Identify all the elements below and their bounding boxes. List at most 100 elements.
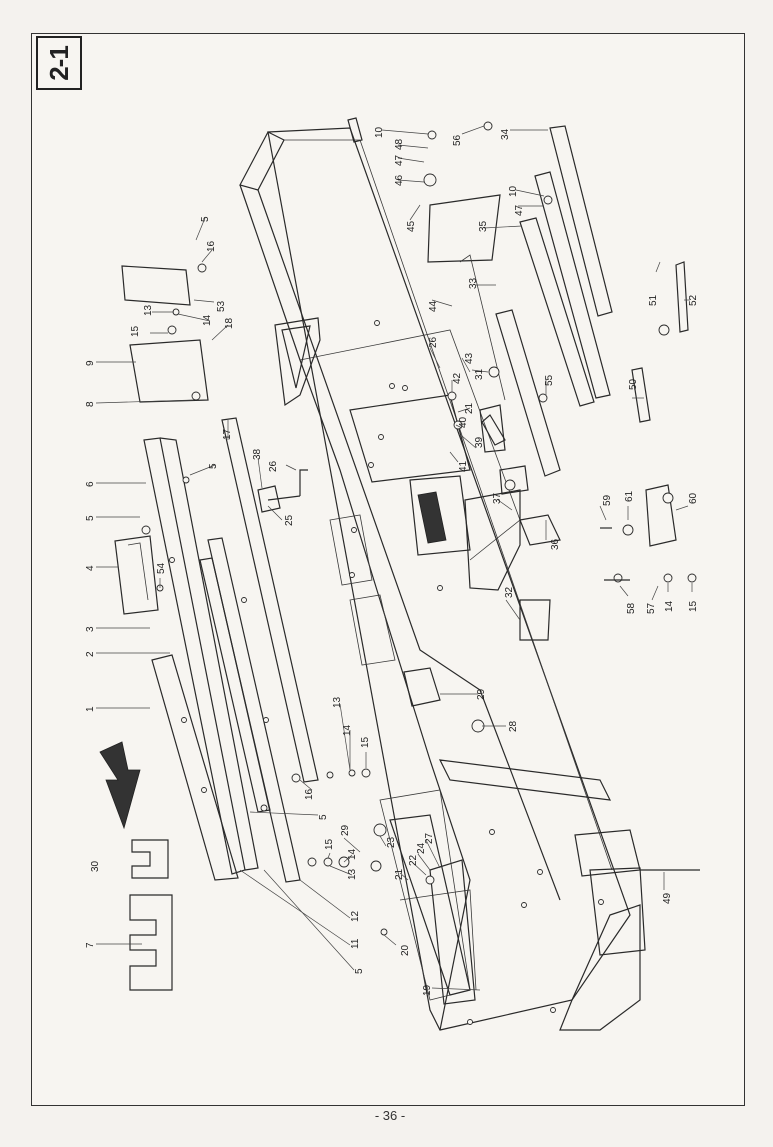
svg-text:23: 23 — [386, 836, 397, 848]
svg-text:1: 1 — [85, 706, 96, 712]
callout-47-a: 47 — [394, 154, 425, 166]
svg-text:29: 29 — [340, 824, 351, 836]
svg-text:60: 60 — [688, 492, 699, 504]
svg-text:36: 36 — [550, 538, 561, 550]
svg-text:47: 47 — [514, 204, 525, 216]
callout-42: 42 — [451, 372, 463, 392]
callout-39: 39 — [461, 435, 485, 449]
callout-14-b: 14 — [342, 724, 353, 770]
callout-22: 22 — [408, 854, 427, 876]
svg-text:9: 9 — [85, 360, 96, 366]
callout-30: 30 — [90, 860, 101, 872]
svg-text:61: 61 — [624, 490, 635, 502]
callout-7: 7 — [85, 942, 142, 948]
left-side-rails — [114, 265, 319, 883]
callout-61: 61 — [624, 490, 635, 520]
svg-text:21: 21 — [394, 868, 405, 880]
callout-1: 1 — [85, 706, 150, 712]
svg-text:45: 45 — [406, 220, 417, 232]
svg-text:50: 50 — [628, 378, 639, 390]
callout-43: 43 — [461, 352, 475, 373]
svg-text:52: 52 — [688, 294, 699, 306]
callout-58: 58 — [619, 585, 637, 614]
svg-text:16: 16 — [206, 240, 217, 252]
callout-25: 25 — [267, 505, 295, 526]
svg-text:13: 13 — [332, 696, 343, 708]
callout-60: 60 — [675, 492, 699, 511]
callout-27: 27 — [424, 832, 441, 869]
svg-text:55: 55 — [544, 374, 555, 386]
svg-text:18: 18 — [224, 317, 235, 329]
upper-right-rails — [427, 125, 613, 477]
callout-2: 2 — [85, 651, 170, 657]
svg-text:25: 25 — [284, 514, 295, 526]
svg-text:54: 54 — [156, 562, 167, 574]
svg-text:43: 43 — [464, 352, 475, 364]
callout-numbers: 1 2 3 4 5 5 5 5 5 6 7 8 9 10 10 11 12 13… — [85, 125, 699, 996]
callout-54: 54 — [156, 562, 167, 588]
svg-text:14: 14 — [342, 724, 353, 736]
callout-29-a: 29 — [440, 688, 487, 700]
callout-50: 50 — [628, 378, 644, 399]
callout-55: 55 — [544, 374, 555, 395]
svg-text:19: 19 — [422, 984, 433, 996]
callout-21-b: 21 — [457, 402, 475, 414]
drawing-sheet-border — [31, 33, 745, 1106]
svg-text:28: 28 — [508, 720, 519, 732]
callout-5-c: 5 — [195, 216, 211, 241]
callout-13-a: 13 — [143, 304, 174, 316]
svg-text:12: 12 — [350, 910, 361, 922]
svg-text:21: 21 — [464, 402, 475, 414]
callout-11: 11 — [239, 869, 361, 949]
svg-text:3: 3 — [85, 626, 96, 632]
svg-text:37: 37 — [492, 492, 503, 504]
svg-text:47: 47 — [394, 154, 405, 166]
callout-10-b: 10 — [508, 185, 545, 197]
svg-text:26: 26 — [268, 460, 279, 472]
callout-40: 40 — [455, 416, 469, 429]
callout-57: 57 — [646, 585, 659, 614]
callout-10-a: 10 — [374, 126, 429, 138]
callout-44: 44 — [428, 299, 453, 312]
svg-text:16: 16 — [304, 788, 315, 800]
svg-text:59: 59 — [602, 494, 613, 506]
callout-33: 33 — [468, 277, 496, 289]
svg-text:5: 5 — [85, 515, 96, 521]
svg-text:44: 44 — [428, 300, 439, 312]
callout-47-b: 47 — [514, 204, 544, 216]
svg-text:38: 38 — [252, 448, 263, 460]
callout-53: 53 — [193, 299, 227, 312]
callout-5-b: 5 — [189, 463, 219, 476]
callout-5-a: 5 — [85, 515, 140, 521]
svg-text:17: 17 — [222, 428, 233, 440]
svg-text:40: 40 — [458, 416, 469, 428]
main-frame — [239, 117, 646, 1031]
svg-text:32: 32 — [504, 586, 515, 598]
svg-text:10: 10 — [374, 126, 385, 138]
svg-text:6: 6 — [85, 481, 96, 487]
svg-text:8: 8 — [85, 401, 96, 407]
callout-21-a: 21 — [394, 868, 409, 881]
svg-text:2: 2 — [85, 651, 96, 657]
svg-text:11: 11 — [350, 938, 361, 949]
callout-26-b: 26 — [428, 336, 441, 369]
svg-text:58: 58 — [626, 602, 637, 614]
svg-text:35: 35 — [478, 220, 489, 232]
section-label-box: 2-1 — [36, 36, 82, 90]
spacer-plates — [129, 839, 173, 991]
svg-text:31: 31 — [474, 368, 485, 380]
svg-text:27: 27 — [424, 832, 435, 844]
callout-5-e: 5 — [263, 869, 365, 974]
callout-56: 56 — [452, 125, 485, 146]
svg-text:14: 14 — [664, 600, 675, 612]
svg-text:29: 29 — [476, 688, 487, 700]
callout-19: 19 — [422, 984, 481, 996]
callout-35: 35 — [478, 220, 523, 232]
svg-text:15: 15 — [130, 325, 141, 337]
svg-text:13: 13 — [143, 304, 154, 316]
callout-23: 23 — [379, 835, 397, 848]
callout-6: 6 — [85, 481, 146, 487]
callout-9: 9 — [85, 360, 136, 366]
svg-text:33: 33 — [468, 277, 479, 289]
